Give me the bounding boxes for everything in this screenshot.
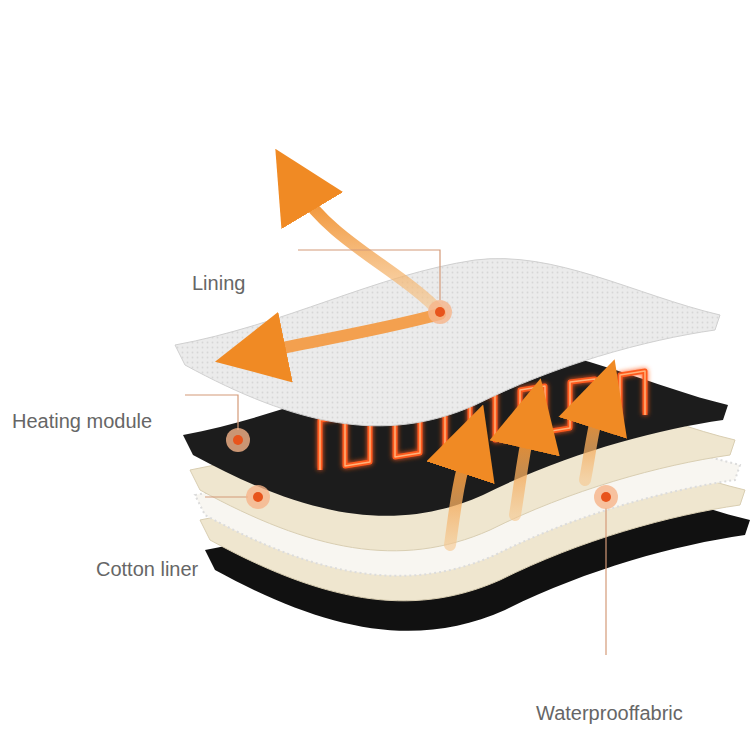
heat-arrow: [300, 190, 440, 312]
part-label: Cotton liner: [96, 557, 198, 581]
part-label: Waterprooffabric: [536, 701, 683, 725]
callout-dot: [226, 428, 250, 452]
leader-line: [605, 508, 606, 655]
leader-line: [205, 496, 248, 497]
part-label: Lining: [192, 271, 245, 295]
part-label: Heating module: [12, 409, 152, 433]
callout-dot: [428, 300, 452, 324]
heat-arrow: [262, 314, 440, 352]
leader-line: [298, 250, 440, 300]
leader-line: [185, 395, 238, 430]
heat-arrow: [450, 450, 468, 545]
lining-layer: [175, 259, 720, 426]
callout-dot: [246, 485, 270, 509]
callout-dot: [594, 485, 618, 509]
heat-arrow: [515, 425, 530, 515]
heat-arrow: [585, 405, 600, 480]
